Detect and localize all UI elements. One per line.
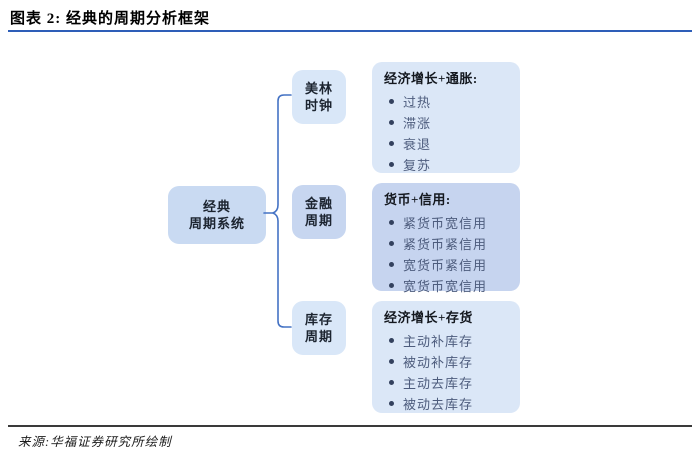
- root-node-label-line1: 经典: [202, 199, 231, 214]
- title-underline: [8, 30, 692, 32]
- root-node-label-line2: 周期系统: [188, 216, 245, 231]
- page-title: 图表 2: 经典的周期分析框架: [10, 11, 210, 27]
- list-item-label: 主动去库存: [403, 376, 474, 391]
- list-item-label: 滞涨: [403, 116, 432, 131]
- bullet-icon: [389, 401, 394, 406]
- bullet-icon: [389, 162, 394, 167]
- panel-growth-inflation: 经济增长+通胀: 过热 滞涨 衰退 复苏: [372, 62, 520, 173]
- branch-node-merrill-clock: 美林 时钟: [292, 70, 346, 124]
- bullet-icon: [389, 141, 394, 146]
- list-item: 主动去库存: [384, 372, 510, 393]
- bullet-icon: [389, 262, 394, 267]
- list-item: 紧货币紧信用: [384, 233, 510, 254]
- panel-heading: 货币+信用:: [384, 192, 451, 207]
- list-item: 被动补库存: [384, 351, 510, 372]
- list-item-label: 被动补库存: [403, 355, 474, 370]
- root-node-classic-cycle-system: 经典 周期系统: [168, 186, 266, 244]
- bullet-icon: [389, 120, 394, 125]
- list-item-label: 紧货币紧信用: [403, 237, 488, 252]
- bullet-icon: [389, 241, 394, 246]
- list-item-label: 衰退: [403, 137, 432, 152]
- source-note: 来源:华福证券研究所绘制: [18, 435, 172, 449]
- panel-heading: 经济增长+通胀:: [384, 71, 478, 86]
- brace-connector: [263, 94, 292, 328]
- list-item: 宽货币紧信用: [384, 254, 510, 275]
- panel-money-credit: 货币+信用: 紧货币宽信用 紧货币紧信用 宽货币紧信用 宽货币宽信用: [372, 183, 520, 294]
- list-item-label: 紧货币宽信用: [403, 216, 488, 231]
- list-item: 被动去库存: [384, 393, 510, 414]
- branch-node-label-line1: 库存: [304, 312, 333, 327]
- bullet-icon: [389, 220, 394, 225]
- list-item: 滞涨: [384, 112, 510, 133]
- list-item: 紧货币宽信用: [384, 212, 510, 233]
- list-item: 过热: [384, 91, 510, 112]
- branch-node-label-line1: 金融: [304, 196, 333, 211]
- list-item-label: 被动去库存: [403, 397, 474, 412]
- branch-node-label-line2: 周期: [304, 329, 333, 344]
- bullet-icon: [389, 338, 394, 343]
- footer-divider: [8, 425, 692, 427]
- bullet-icon: [389, 283, 394, 288]
- list-item-label: 宽货币宽信用: [403, 279, 488, 294]
- branch-node-inventory-cycle: 库存 周期: [292, 301, 346, 355]
- list-item: 主动补库存: [384, 330, 510, 351]
- bullet-icon: [389, 380, 394, 385]
- list-item-label: 复苏: [403, 158, 432, 173]
- list-item-label: 宽货币紧信用: [403, 258, 488, 273]
- bullet-icon: [389, 359, 394, 364]
- bullet-icon: [389, 99, 394, 104]
- list-item: 衰退: [384, 133, 510, 154]
- list-item-label: 主动补库存: [403, 334, 474, 349]
- panel-heading: 经济增长+存货: [384, 310, 473, 325]
- list-item: 复苏: [384, 154, 510, 175]
- list-item-label: 过热: [403, 95, 432, 110]
- list-item: 宽货币宽信用: [384, 275, 510, 296]
- branch-node-label-line1: 美林: [304, 81, 333, 96]
- branch-node-label-line2: 时钟: [304, 98, 333, 113]
- panel-growth-inventory: 经济增长+存货 主动补库存 被动补库存 主动去库存 被动去库存: [372, 301, 520, 413]
- branch-node-label-line2: 周期: [304, 213, 333, 228]
- branch-node-financial-cycle: 金融 周期: [292, 185, 346, 239]
